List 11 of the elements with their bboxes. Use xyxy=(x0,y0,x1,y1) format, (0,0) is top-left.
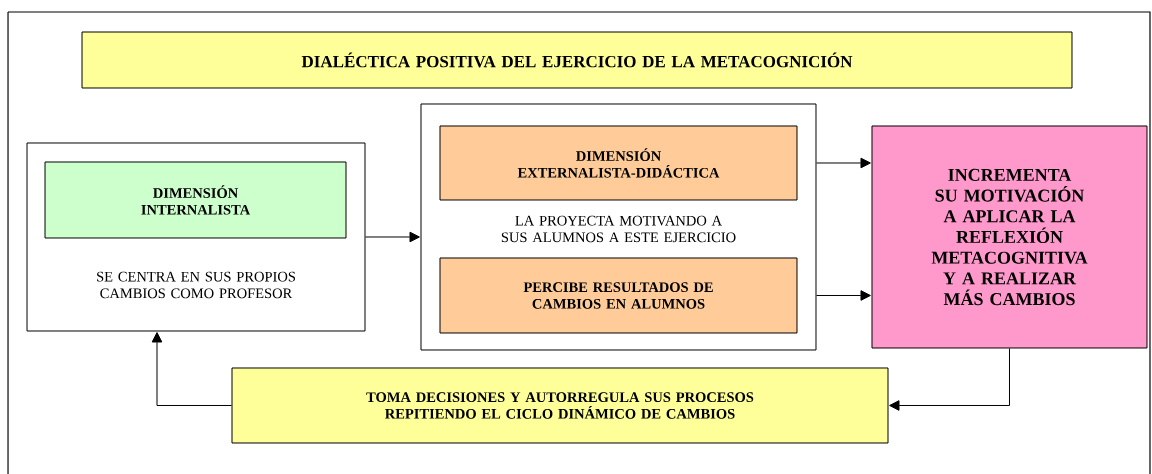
process-box: PERCIBE RESULTADOS DE CAMBIOS EN ALUMNOS xyxy=(439,257,798,334)
arrow xyxy=(816,157,871,169)
process-box: DIMENSIÓN INTERNALISTA xyxy=(44,161,347,239)
arrow xyxy=(365,231,420,243)
process-box: INCREMENTA SU MOTIVACIÓN A APLICAR LA REFLEXIÓN METACOGNITIVA Y A REALIZAR MÁS CAMBIOS xyxy=(871,125,1148,349)
arrow xyxy=(151,332,232,406)
process-box: DIMENSIÓN EXTERNALISTA-DIDÁCTICA xyxy=(439,125,798,201)
process-box: TOMA DECISIONES Y AUTORREGULA SUS PROCESOS REPITIENDO EL CICLO DINÁMICO DE CAMBIOS xyxy=(231,367,889,444)
arrow xyxy=(816,290,871,301)
title-box: DIALÉCTICA POSITIVA DEL EJERCICIO DE LA METACOGNICIÓN xyxy=(81,31,1073,89)
arrow xyxy=(889,348,1010,411)
